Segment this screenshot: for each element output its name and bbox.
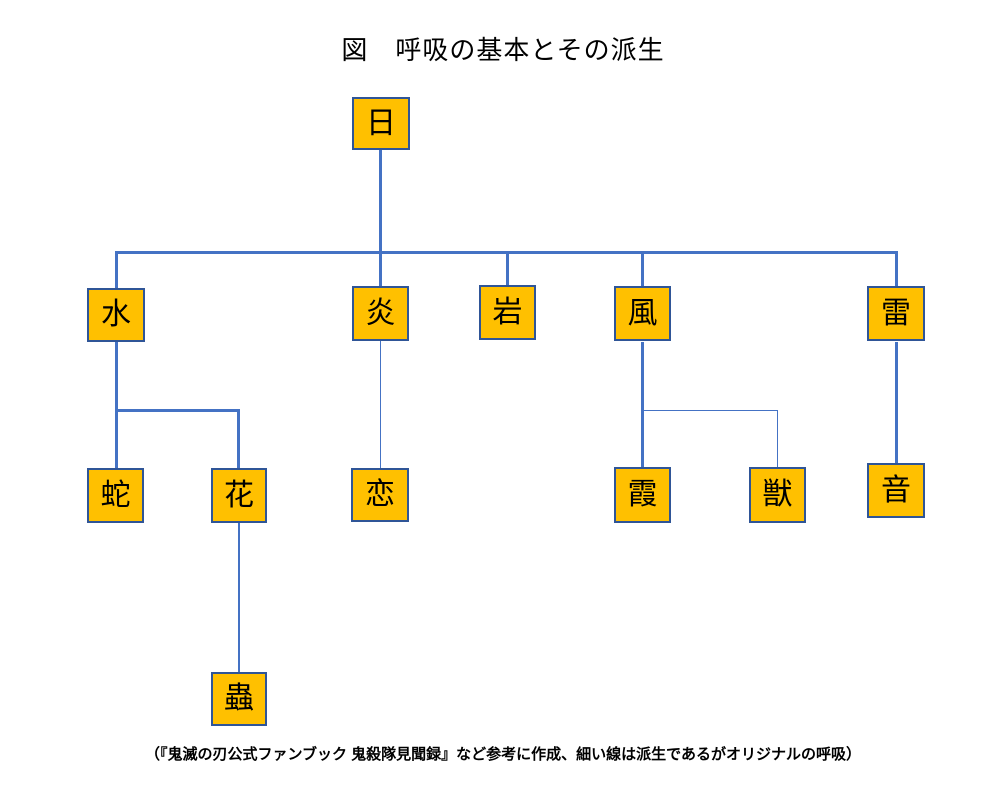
node-beast: 獣: [749, 467, 806, 523]
node-flower: 花: [211, 468, 267, 523]
edge-water-flower: [237, 409, 240, 469]
figure-footnote: （『鬼滅の刃公式ファンブック 鬼殺隊見聞録』など参考に作成、細い線は派生であるが…: [144, 746, 862, 763]
edge-flame-love-thin: [380, 341, 381, 469]
node-flame: 炎: [352, 286, 409, 341]
edge-sun-flame: [379, 150, 382, 286]
node-water: 水: [87, 288, 145, 342]
edge-drop-wind: [641, 251, 644, 287]
figure-title: 図 呼吸の基本とその派生: [341, 35, 665, 65]
node-wind: 風: [614, 286, 671, 341]
node-rock: 岩: [479, 285, 536, 340]
edge-wind-beast-horizontal-thin: [642, 410, 778, 411]
edge-wind-mist: [641, 342, 644, 468]
edge-drop-thunder: [895, 251, 898, 287]
node-sun: 日: [352, 97, 410, 150]
node-mist: 霞: [614, 467, 671, 523]
node-sound: 音: [867, 463, 925, 518]
edge-drop-rock: [506, 251, 509, 286]
edge-wind-beast-drop-thin: [777, 410, 778, 468]
edge-water-branch-horizontal: [115, 409, 240, 412]
edge-thunder-sound: [895, 342, 898, 464]
node-insect: 蟲: [211, 672, 267, 726]
edge-flower-insect: [238, 522, 240, 673]
node-serpent: 蛇: [87, 468, 144, 523]
edge-drop-water: [115, 251, 118, 289]
node-thunder: 雷: [867, 286, 925, 341]
node-love: 恋: [351, 468, 409, 522]
edge-water-serpent: [115, 342, 118, 469]
